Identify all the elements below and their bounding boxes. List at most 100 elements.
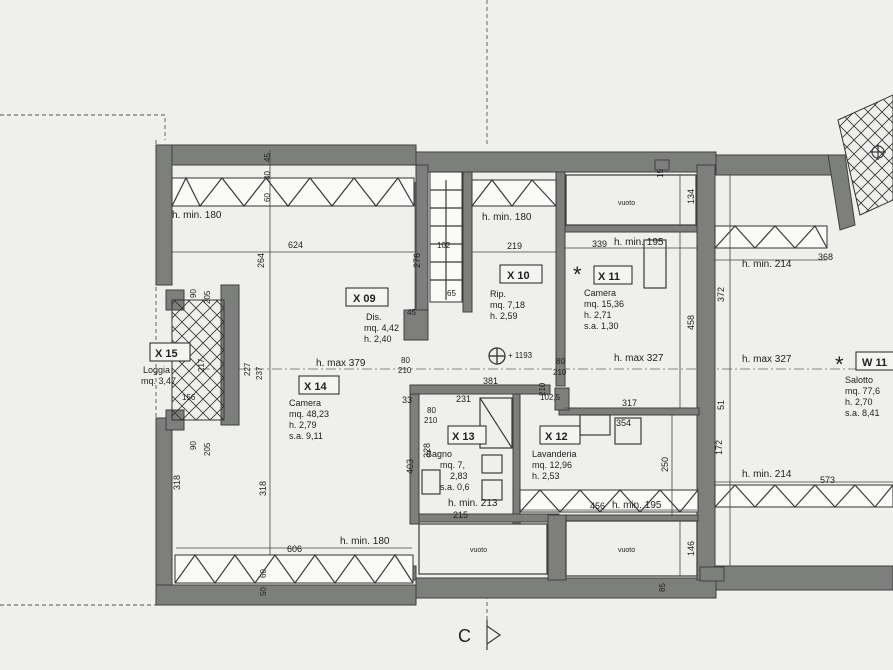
outer-walls xyxy=(155,144,893,606)
room-code-x09: X 09 xyxy=(353,293,376,305)
dim-354: 354 xyxy=(616,418,631,428)
room-sa-w11: s.a. 8,41 xyxy=(845,408,880,418)
dim-210-a: 210 xyxy=(398,366,412,375)
dim-50: 50 xyxy=(259,587,268,596)
dim-217: 217 xyxy=(197,358,206,372)
room-height-x10: h. 2,59 xyxy=(490,311,518,321)
room-name-x09: Dis. xyxy=(366,312,382,322)
dim-65: 65 xyxy=(447,289,456,298)
room-code-box-x11 xyxy=(593,265,633,285)
room-code-box-x13 xyxy=(447,425,487,445)
dim-210-b: 210 xyxy=(424,416,438,425)
room-name-x12: Lavanderia xyxy=(532,449,577,459)
room-code-x10: X 10 xyxy=(507,270,530,282)
dim-624: 624 xyxy=(288,240,303,250)
section-label: C xyxy=(458,626,471,646)
room-area-x10: mq. 7,18 xyxy=(490,300,525,310)
room-code-box-x15 xyxy=(149,342,191,362)
height-max-327-left: h. max 327 xyxy=(614,353,664,364)
room-code-w11: W 11 xyxy=(862,357,887,369)
dim-60-b: 60 xyxy=(259,569,268,578)
room-name-x14: Camera xyxy=(289,398,321,408)
dim-403: 403 xyxy=(405,459,415,474)
void-label-bottom-right: vuoto xyxy=(618,547,635,554)
dim-458: 458 xyxy=(686,315,696,330)
height-max-327-right: h. max 327 xyxy=(742,354,792,365)
dim-318-a: 318 xyxy=(172,475,182,490)
room-area-x11: mq. 15,36 xyxy=(584,299,624,309)
dim-237: 237 xyxy=(255,366,264,380)
height-min-195-bottom: h. min. 195 xyxy=(612,500,662,511)
bathroom-fixtures xyxy=(421,239,667,501)
height-max-379: h. max 379 xyxy=(316,358,366,369)
dim-456: 456 xyxy=(590,501,605,511)
room-code-box-x09 xyxy=(345,287,389,307)
room-name-w11: Salotto xyxy=(845,375,873,385)
room-name-x10: Rip. xyxy=(490,289,506,299)
dim-264: 264 xyxy=(256,253,266,268)
dim-227: 227 xyxy=(243,362,252,376)
room-code-box-x12 xyxy=(539,425,581,445)
room-area-x14: mq. 48,23 xyxy=(289,409,329,419)
marker-star-x11: * xyxy=(573,262,582,287)
room-name-x15: Loggia xyxy=(143,365,170,375)
void-label-top: vuoto xyxy=(618,200,635,207)
room-code-x15: X 15 xyxy=(155,348,178,360)
dim-146: 146 xyxy=(686,541,696,556)
height-min-195-top: h. min. 195 xyxy=(614,237,664,248)
dim-205-a: 205 xyxy=(203,290,212,304)
height-min-180-topmid: h. min. 180 xyxy=(482,212,532,223)
dim-80-c: 80 xyxy=(556,357,565,366)
room-code-x12: X 12 xyxy=(545,431,568,443)
height-min-214-top: h. min. 214 xyxy=(742,259,792,270)
dim-172: 172 xyxy=(714,440,724,455)
room-height-x11: h. 2,71 xyxy=(584,310,612,320)
background-lines xyxy=(0,0,893,630)
marker-star-w11: * xyxy=(835,352,844,377)
dim-102-5: 102,5 xyxy=(540,393,561,402)
room-sa-x14: s.a. 9,11 xyxy=(289,431,323,441)
dim-156: 156 xyxy=(182,393,196,402)
dim-231: 231 xyxy=(456,394,471,404)
room-name-x11: Camera xyxy=(584,288,616,298)
room-sa-x13: s.a. 0,6 xyxy=(440,482,470,492)
height-min-180-bottomleft: h. min. 180 xyxy=(340,536,390,547)
dim-328: 328 xyxy=(422,443,432,458)
dim-33: 33 xyxy=(402,395,412,405)
dim-1193: + 1193 xyxy=(508,351,533,360)
room-name-x13: Bagno xyxy=(426,449,452,459)
room-area-x12: mq. 12,96 xyxy=(532,460,572,470)
room-area-x15: mq. 3,47 xyxy=(141,376,176,386)
room-code-box-x14 xyxy=(298,375,340,395)
room-area-w11: mq. 77,6 xyxy=(845,386,880,396)
dim-51: 51 xyxy=(716,400,726,410)
room-area-x09: mq. 4,42 xyxy=(364,323,399,333)
height-min-214-bottom: h. min. 214 xyxy=(742,469,792,480)
void-areas xyxy=(418,174,698,577)
dim-606: 606 xyxy=(287,544,302,554)
dim-219: 219 xyxy=(507,241,522,251)
room-code-x11: X 11 xyxy=(598,271,620,283)
room-height-x09: h. 2,40 xyxy=(364,334,392,344)
room-sa-x11: s.a. 1,30 xyxy=(584,321,619,331)
void-label-bottom-left: vuoto xyxy=(470,547,487,554)
stair-right-hatch xyxy=(837,94,893,216)
dim-102: 102 xyxy=(437,241,451,250)
dim-90-b: 90 xyxy=(189,441,198,450)
room-code-x13: X 13 xyxy=(452,431,475,443)
low-height-strips xyxy=(171,176,893,585)
dim-276: 276 xyxy=(412,253,422,268)
dim-250: 250 xyxy=(660,457,670,472)
room-height-x12: h. 2,53 xyxy=(532,471,560,481)
dim-381: 381 xyxy=(483,376,498,386)
room-height-x14: h. 2,79 xyxy=(289,420,317,430)
section-marker: C xyxy=(458,620,502,650)
dim-339: 339 xyxy=(592,239,607,249)
room-code-box-w11 xyxy=(855,351,893,371)
dim-210-c: 210 xyxy=(553,368,567,377)
dim-372: 372 xyxy=(716,287,726,302)
dim-205-b: 205 xyxy=(203,442,212,456)
dim-40: 40 xyxy=(263,171,272,180)
dim-80-b: 80 xyxy=(427,406,436,415)
